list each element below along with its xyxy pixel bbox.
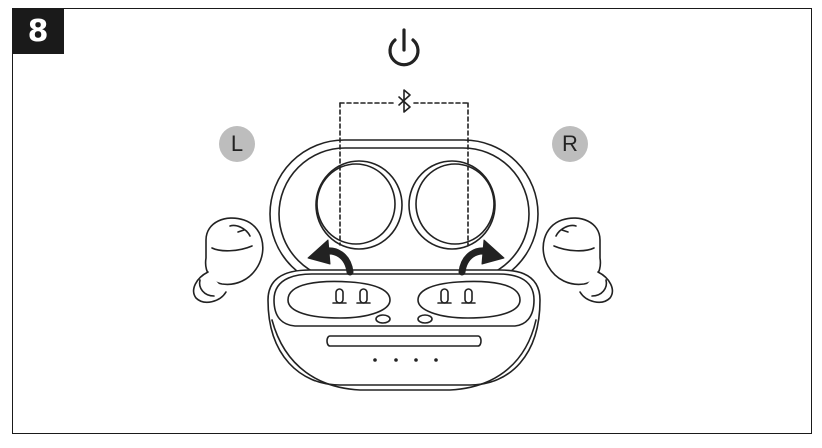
right-earbud-label: R (552, 126, 588, 162)
curved-arrow-left-icon (307, 239, 354, 276)
indicator-light-2 (394, 358, 398, 362)
step-number-badge: 8 (12, 8, 64, 54)
case-lid (269, 139, 539, 289)
indicator-light-4 (434, 358, 438, 362)
indicator-light-3 (414, 358, 418, 362)
indicator-light-1 (373, 358, 377, 362)
left-earbud (192, 217, 264, 304)
bluetooth-icon (398, 89, 411, 113)
right-earbud (542, 217, 614, 304)
case-base (267, 269, 541, 391)
indicator-lights (373, 358, 438, 362)
curved-arrow-right-icon (458, 239, 505, 276)
left-earbud-label: L (219, 126, 255, 162)
bluetooth-pairing-bracket (339, 102, 469, 246)
power-icon (388, 28, 420, 67)
